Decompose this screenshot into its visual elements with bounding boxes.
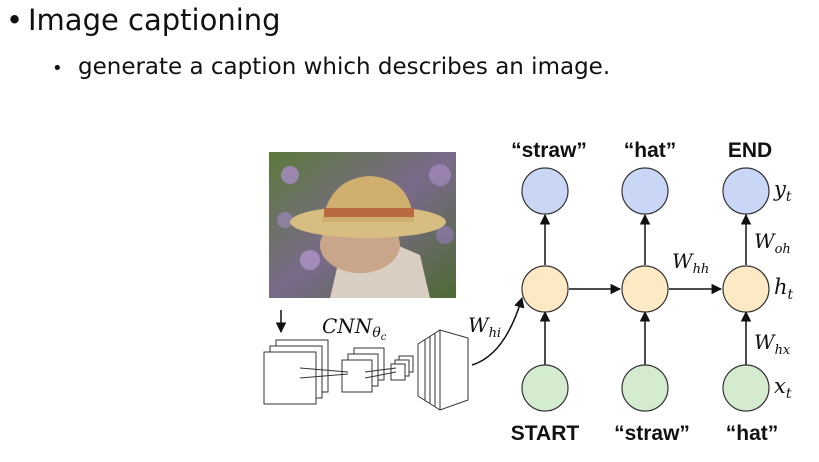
h-t-label: ht <box>774 275 794 303</box>
input-word-1: START <box>511 422 580 445</box>
input-node <box>723 365 769 411</box>
w-oh-label: Woh <box>754 229 791 257</box>
w-hi-label: Whi <box>468 313 501 341</box>
output-word-2: “hat” <box>624 139 677 162</box>
input-word-2: “straw” <box>614 422 690 445</box>
input-photo <box>269 152 456 298</box>
input-node <box>622 365 668 411</box>
hidden-node <box>622 266 668 312</box>
output-word-1: “straw” <box>511 139 587 162</box>
hidden-node <box>522 266 568 312</box>
x-t-label: xt <box>774 374 792 402</box>
output-node <box>622 168 668 214</box>
w-hh-label: Whh <box>672 249 709 277</box>
y-t-label: yt <box>773 177 792 205</box>
input-word-3: “hat” <box>726 422 779 445</box>
hidden-node <box>723 266 769 312</box>
hidden-nodes <box>522 266 769 312</box>
output-nodes <box>522 168 769 214</box>
input-node <box>522 365 568 411</box>
cnn-network-icon <box>264 330 468 410</box>
output-word-3: END <box>728 139 772 162</box>
input-nodes <box>522 365 769 411</box>
output-node <box>522 168 568 214</box>
cnn-label: CNNθc <box>322 314 387 343</box>
w-hx-label: Whx <box>754 330 791 358</box>
output-node <box>723 168 769 214</box>
